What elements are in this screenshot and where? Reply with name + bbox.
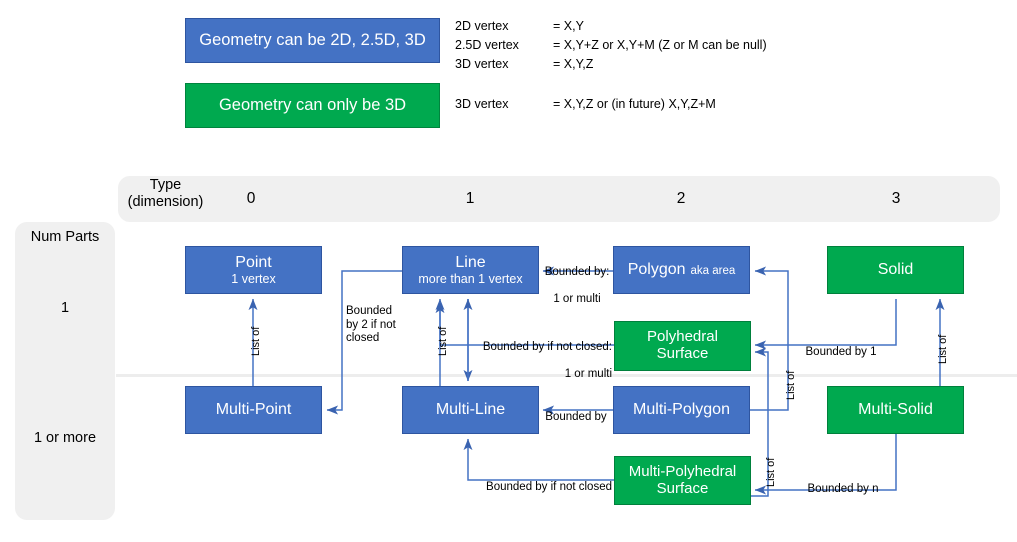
legend-term-25d: 2.5D vertex (455, 38, 519, 52)
edge-label-multipolygon-bounded-by: Bounded by (545, 411, 607, 423)
node-multi-polygon[interactable]: Multi-Polygon (613, 386, 750, 434)
node-multi-polyhedral-surface[interactable]: Multi-Polyhedral Surface (614, 456, 751, 505)
node-multi-point-title: Multi-Point (215, 401, 292, 419)
legend-def-25d: = X,Y+Z or X,Y+M (Z or M can be null) (553, 38, 767, 52)
row-divider (116, 374, 1017, 377)
legend-term-3d: 3D vertex (455, 57, 509, 71)
wire-solid-to-polyhedral (754, 299, 897, 350)
node-line[interactable]: Line more than 1 vertex (402, 246, 539, 294)
legend-green-label: Geometry can only be 3D (218, 96, 407, 114)
node-polyhedral-title: Polyhedral (647, 328, 718, 346)
edge-label-polyhedral-list-of: List of (765, 457, 777, 487)
column-header-panel (118, 176, 1000, 222)
node-point[interactable]: Point 1 vertex (185, 246, 322, 294)
row-label-1-or-more: 1 or more (33, 430, 97, 446)
edge-label-polyhedral-bounded-line1: Bounded by if not closed: (482, 340, 612, 353)
node-solid-title: Solid (877, 261, 914, 279)
legend-def-3d: = X,Y,Z (553, 57, 594, 71)
edge-label-solid-bounded-by-1: Bounded by 1 (805, 346, 877, 358)
row-header-title: Num Parts (30, 229, 100, 245)
node-multi-solid-title: Multi-Solid (858, 401, 933, 419)
edge-label-point-list-of: List of (250, 326, 262, 356)
node-line-subtitle: more than 1 vertex (418, 271, 523, 286)
column-header-line2: (dimension) (127, 194, 204, 211)
edge-label-polygon-bounded-by: Bounded by: 1 or multi (541, 252, 613, 320)
node-point-title: Point (235, 254, 272, 272)
legend-green-box: Geometry can only be 3D (185, 83, 440, 128)
node-line-title: Line (455, 254, 486, 272)
node-multi-polyhedral-title: Multi-Polyhedral (628, 462, 737, 480)
node-polygon[interactable]: Polygon aka area (613, 246, 750, 294)
legend-def-3d-only: = X,Y,Z or (in future) X,Y,Z+M (553, 97, 716, 111)
column-label-2: 2 (676, 190, 686, 207)
node-polygon-subtitle: aka area (690, 265, 736, 278)
legend-term-2d: 2D vertex (455, 19, 509, 33)
node-multi-solid[interactable]: Multi-Solid (827, 386, 964, 434)
row-header-panel (15, 222, 115, 520)
edge-label-bounded-by-2-if-not-closed: Bounded by 2 if not closed (346, 305, 396, 345)
edge-label-polygon-bounded-by-line1: Bounded by: (544, 265, 610, 278)
edge-label-solid-list-of: List of (937, 334, 949, 364)
edge-label-polygon-bounded-by-line2: 1 or multi (553, 292, 601, 305)
wire-multipolyhedral-to-multiline (463, 438, 614, 481)
node-multi-line-title: Multi-Line (435, 401, 506, 419)
column-header-title: Type (dimension) (118, 177, 213, 211)
node-multi-line[interactable]: Multi-Line (402, 386, 539, 434)
edge-label-multisolid-bounded-by-n: Bounded by n (807, 483, 879, 495)
column-header-line1: Type (149, 177, 182, 193)
node-multi-polyhedral-title2: Surface (656, 479, 709, 497)
column-label-3: 3 (891, 190, 901, 207)
node-solid[interactable]: Solid (827, 246, 964, 294)
column-label-1: 1 (465, 190, 475, 207)
wire-multipolygon-to-polygon (750, 266, 789, 411)
node-polyhedral-title2: Surface (656, 345, 709, 362)
node-polygon-title: Polygon (627, 261, 686, 279)
node-multi-point[interactable]: Multi-Point (185, 386, 322, 434)
legend-term-3d-only: 3D vertex (455, 97, 509, 111)
column-label-0: 0 (246, 190, 256, 207)
node-point-subtitle: 1 vertex (231, 271, 276, 286)
legend-blue-label: Geometry can be 2D, 2.5D, 3D (199, 31, 426, 49)
edge-label-line-list-of: List of (437, 326, 449, 356)
edge-label-polyhedral-bounded: Bounded by if not closed: 1 or multi (462, 327, 612, 395)
edge-label-multipolyhedral-bounded: Bounded by if not closed (486, 481, 612, 493)
edge-label-polyhedral-bounded-line2: 1 or multi (564, 367, 612, 380)
edge-label-polygon-list-of: List of (785, 370, 797, 400)
row-label-1: 1 (60, 300, 70, 316)
node-multi-polygon-title: Multi-Polygon (633, 401, 730, 419)
node-polyhedral-surface[interactable]: Polyhedral Surface (614, 321, 751, 371)
legend-def-2d: = X,Y (553, 19, 584, 33)
legend-blue-box: Geometry can be 2D, 2.5D, 3D (185, 18, 440, 63)
